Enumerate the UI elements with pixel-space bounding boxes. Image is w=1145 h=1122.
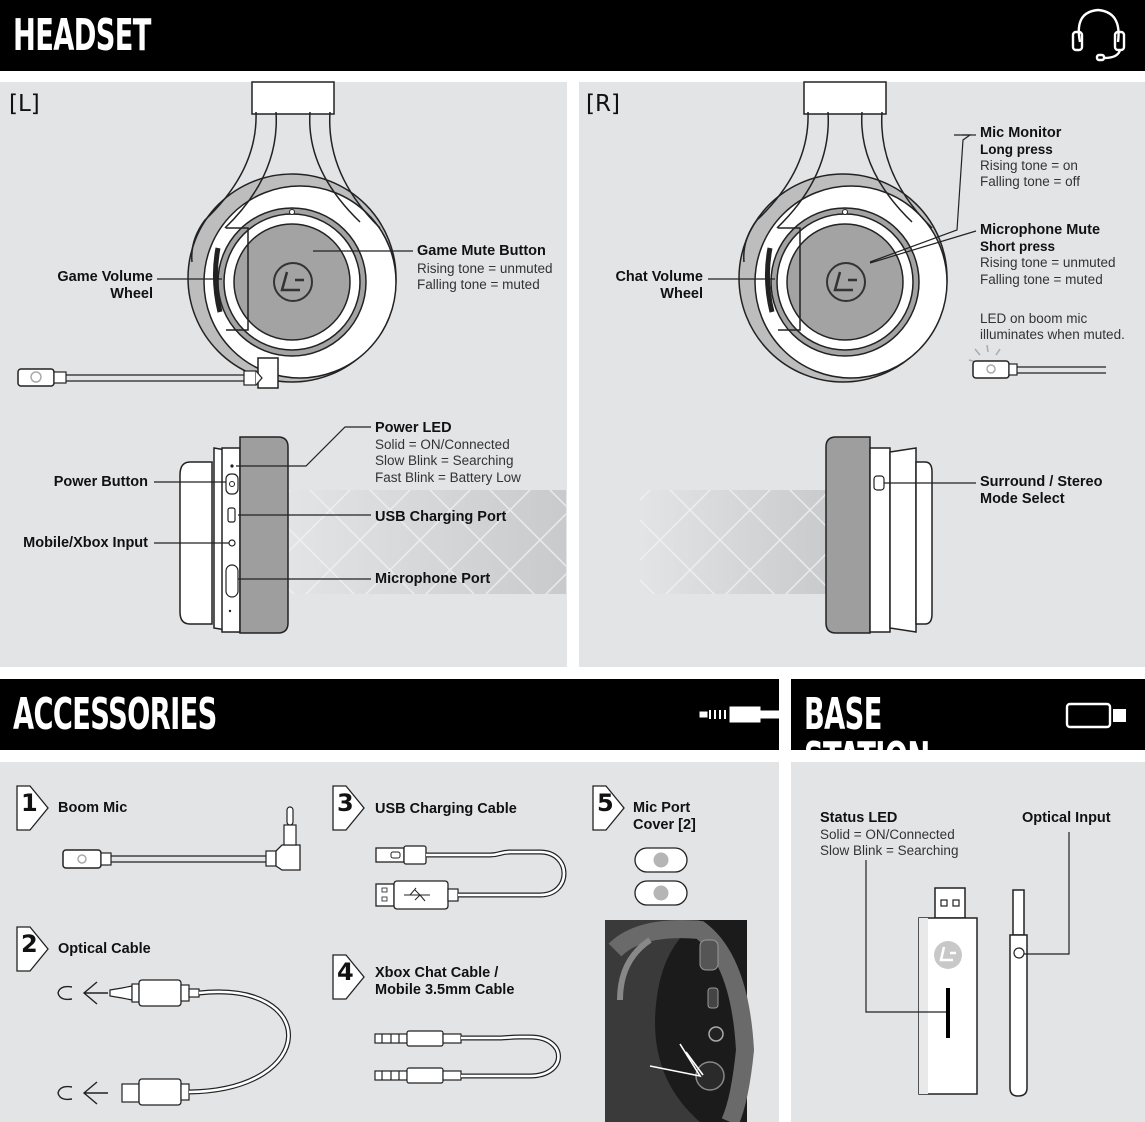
usb-port-label: USB Charging Port xyxy=(375,509,507,525)
status-led-title: Status LED xyxy=(820,810,898,826)
game-mute-title: Game Mute Button xyxy=(417,243,546,259)
mobile-input-label: Mobile/Xbox Input xyxy=(23,535,148,551)
accessory-number-5: 5 xyxy=(597,789,614,817)
mic-mute-line1: Rising tone = unmuted xyxy=(980,255,1116,270)
base-station-title: BASE STATION xyxy=(804,689,930,784)
accessory-number-4: 4 xyxy=(337,958,354,986)
mic-monitor-sub: Long press xyxy=(980,142,1053,157)
mic-port-cover-label: Mic Port Cover [2] xyxy=(633,800,696,834)
status-led-line2: Slow Blink = Searching xyxy=(820,843,959,858)
led-note-line2: illuminates when muted. xyxy=(980,327,1125,342)
surround-label: Surround / Stereo Mode Select xyxy=(980,474,1102,508)
led-note-line1: LED on boom mic xyxy=(980,311,1088,326)
mic-mute-sub: Short press xyxy=(980,239,1056,254)
chat-volume-line2: Wheel xyxy=(660,286,703,302)
accessories-header-bar xyxy=(0,679,779,750)
headset-header-bar xyxy=(0,0,1145,71)
surround-line1: Surround / Stereo xyxy=(980,474,1103,490)
headset-title: HEADSET xyxy=(13,10,151,61)
chat-volume-line1: Chat Volume xyxy=(615,269,703,285)
right-side-tag: [R] xyxy=(586,91,620,117)
game-mute-line1: Rising tone = unmuted xyxy=(417,261,553,276)
accessories-title: ACCESSORIES xyxy=(13,689,217,740)
accessory-number-3: 3 xyxy=(337,789,354,817)
power-led-title: Power LED xyxy=(375,420,452,436)
accessory-number-2: 2 xyxy=(21,930,38,958)
power-led-line1: Solid = ON/Connected xyxy=(375,437,510,452)
game-volume-label: Game Volume Wheel xyxy=(20,269,153,303)
left-side-tag: [L] xyxy=(9,91,40,117)
game-volume-line1: Game Volume xyxy=(57,269,153,285)
mic-monitor-line1: Rising tone = on xyxy=(980,158,1078,173)
headset-icon xyxy=(1071,8,1126,62)
mic-mute-title: Microphone Mute xyxy=(980,222,1101,238)
power-led-line2: Slow Blink = Searching xyxy=(375,453,514,468)
mic-port-cover-line1: Mic Port xyxy=(633,800,691,816)
game-mute-line2: Falling tone = muted xyxy=(417,277,540,292)
boom-mic-label: Boom Mic xyxy=(58,800,128,816)
chat-cable-label: Xbox Chat Cable / Mobile 3.5mm Cable xyxy=(375,965,514,999)
power-button-label: Power Button xyxy=(53,474,148,490)
mic-port-cover-line2: Cover [2] xyxy=(633,817,696,833)
chat-volume-label: Chat Volume Wheel xyxy=(580,269,703,303)
chat-cable-line1: Xbox Chat Cable / xyxy=(375,965,499,981)
chat-cable-line2: Mobile 3.5mm Cable xyxy=(375,982,515,998)
usb-cable-label: USB Charging Cable xyxy=(375,801,517,817)
accessory-number-1: 1 xyxy=(21,789,38,817)
base-station-header-bar xyxy=(791,679,1145,750)
power-led-line3: Fast Blink = Battery Low xyxy=(375,470,521,485)
surround-line2: Mode Select xyxy=(980,491,1065,507)
mic-monitor-title: Mic Monitor xyxy=(980,125,1062,141)
mic-port-label: Microphone Port xyxy=(375,571,491,587)
mic-mute-line2: Falling tone = muted xyxy=(980,272,1103,287)
game-volume-line2: Wheel xyxy=(110,286,153,302)
optical-input-label: Optical Input xyxy=(1022,810,1111,826)
mic-monitor-line2: Falling tone = off xyxy=(980,174,1080,189)
status-led-line1: Solid = ON/Connected xyxy=(820,827,955,842)
optical-cable-label: Optical Cable xyxy=(58,941,151,957)
